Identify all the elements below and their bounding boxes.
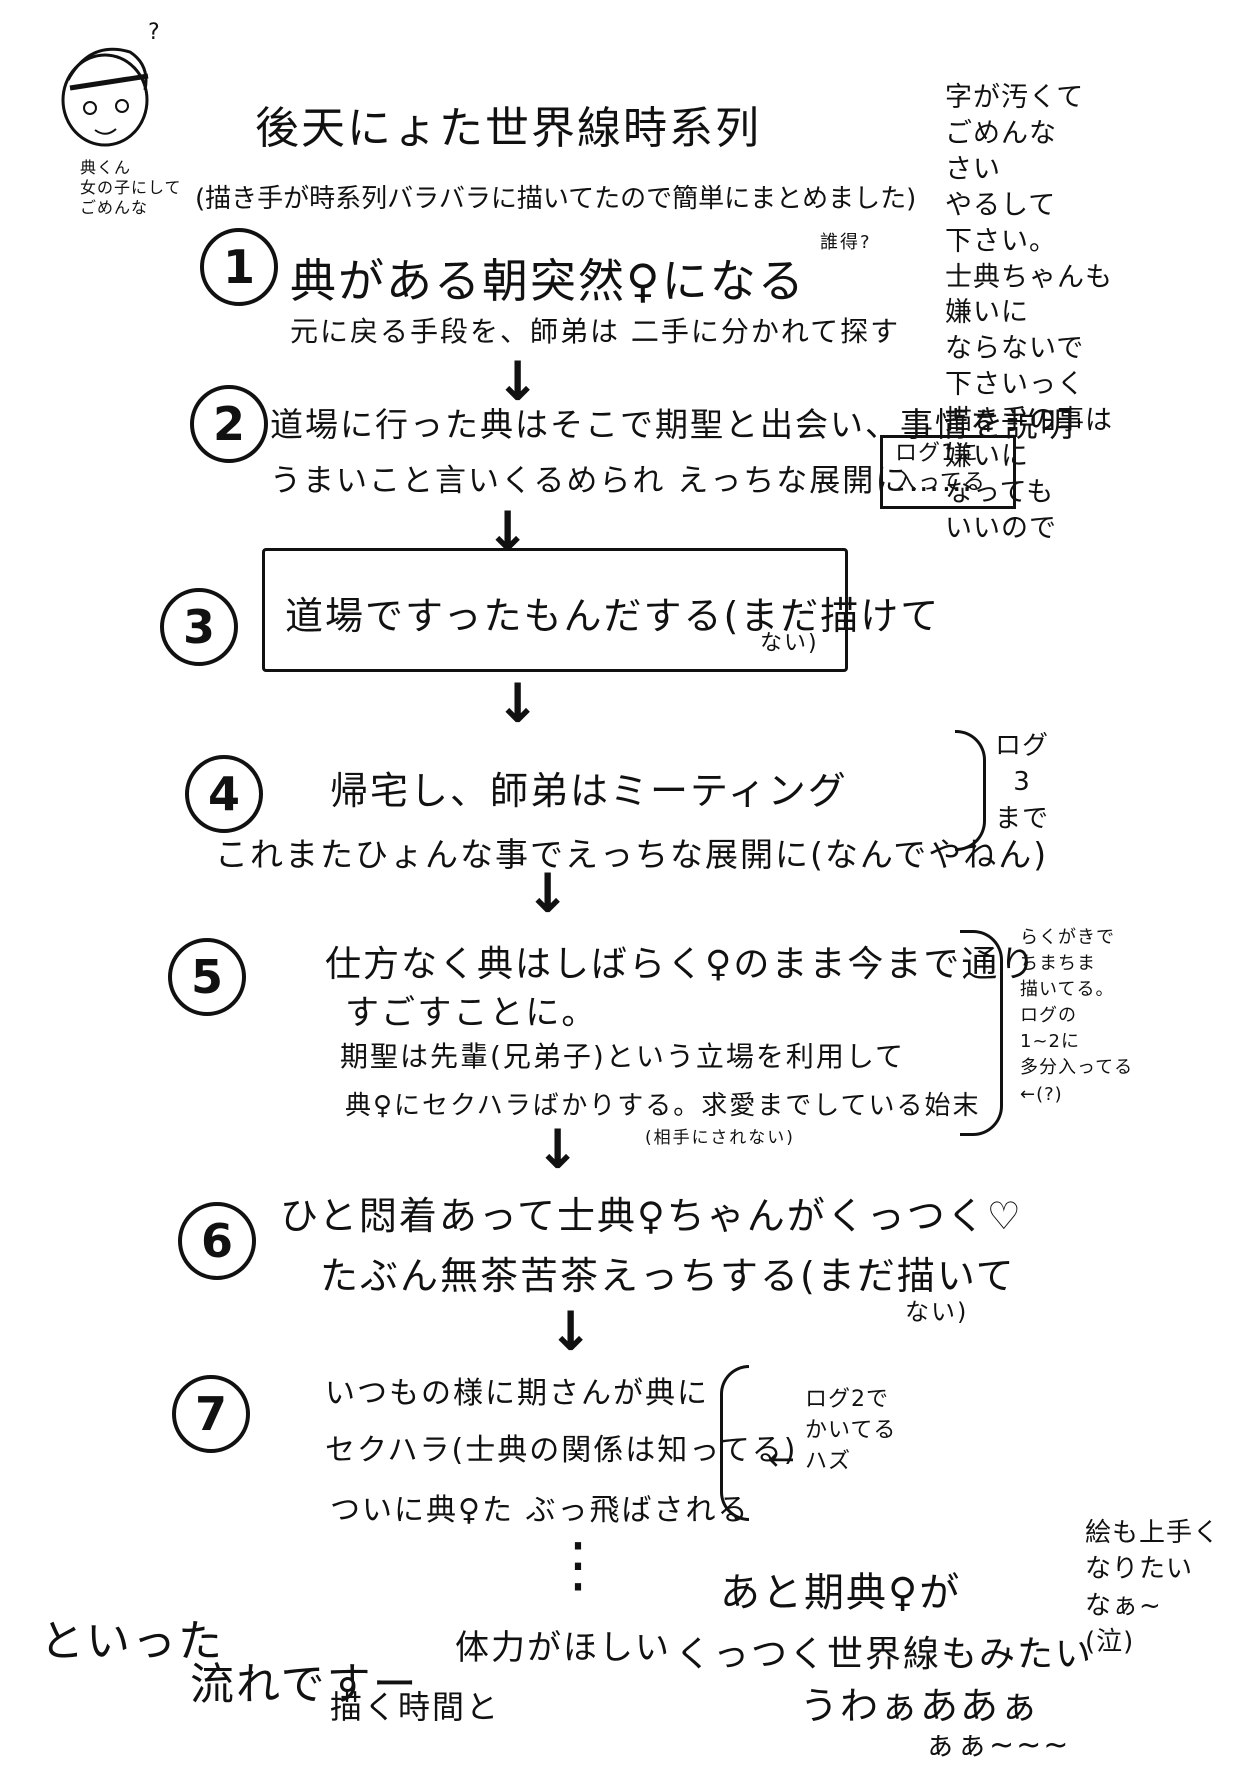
step-3-box (262, 548, 848, 672)
step-7-note-arrow: ← (768, 1440, 797, 1478)
step-3-line1: 道場ですったもんだする(まだ描けて (285, 594, 941, 638)
dotted-connector: ⋮ (548, 1530, 609, 1600)
step-5-line5: (相手にされない) (645, 1128, 795, 1148)
subtitle: (描き手が時系列バラバラに描いてたので簡単にまとめました) (195, 184, 917, 214)
step-4-note: ログ 3 まで (995, 731, 1050, 834)
side-note: 字が汚くて ごめんな さい やるして 下さい。 士典ちゃんも 嫌いに ならないで… (945, 82, 1113, 544)
step-7-note: ログ2で かいてる ハズ (805, 1387, 897, 1474)
step-3-number: 3 (160, 588, 238, 666)
step-2-line2: うまいこと言いくるめられ えっちな展開に…… (270, 463, 975, 499)
step-6-line2: たぶん無茶苦茶えっちする(まだ描いて (320, 1254, 1016, 1298)
arrow-2: ↓ (485, 500, 531, 563)
step-7-line1: いつもの様に期さんが典に (325, 1376, 709, 1411)
subtitle-note: 誰得? (820, 232, 872, 253)
step-7-line2: セクハラ(士典の関係は知ってる) (325, 1433, 798, 1468)
arrow-5: ↓ (535, 1118, 581, 1181)
footer-left-1: といった (40, 1616, 224, 1667)
footer-right-3: うわぁああぁ (800, 1684, 1041, 1728)
step-6-line3: ない) (905, 1298, 969, 1326)
step-7-line3: ついに典♀た ぶっ飛ばされる (330, 1493, 750, 1528)
step-4-line2: これまたひょんな事でえっちな展開に(なんでやねん) (215, 835, 1049, 874)
footer-right-2: くっつく世界線もみたい (675, 1634, 1094, 1675)
step-1-number: 1 (200, 228, 278, 306)
step-4-number: 4 (185, 755, 263, 833)
step-4-line1: 帰宅し、師弟はミーティング (330, 769, 848, 813)
step-1-line2: 元に戻る手段を、師弟は 二手に分かれて探す (290, 315, 901, 348)
avatar-question: ? (148, 20, 162, 45)
step-5-line4: 典♀にセクハラばかりする。求愛までしている始末 (345, 1091, 981, 1121)
arrow-6: ↓ (548, 1300, 594, 1363)
avatar-note: 典くん 女の子にして ごめんな (80, 158, 182, 217)
footer-corner-note: 絵も上手く なりたい なぁ~ (泣) (1085, 1518, 1221, 1658)
step-5-bracket (960, 930, 1003, 1136)
step-3-line2: ない) (760, 631, 819, 656)
arrow-4: ↓ (525, 862, 571, 925)
arrow-3: ↓ (495, 672, 541, 735)
step-5-number: 5 (168, 938, 246, 1016)
arrow-1: ↓ (495, 350, 541, 413)
footer-right-4: ぁぁ~~~ (925, 1728, 1071, 1763)
step-2-note-box (880, 435, 1016, 509)
page-title: 後天にょた世界線時系列 (255, 103, 761, 154)
step-5-line1: 仕方なく典はしばらく♀のまま今まで通り (325, 944, 1038, 985)
step-1-line1: 典がある朝突然♀になる (290, 254, 806, 308)
avatar (50, 30, 160, 150)
step-5-note: らくがきで ちまちま 描いてる。 ログの 1~2に 多分入ってる ←(?) (1020, 927, 1134, 1105)
footer-right-1: あと期典♀が (720, 1570, 962, 1616)
step-6-number: 6 (178, 1202, 256, 1280)
step-7-bracket (720, 1365, 749, 1521)
footer-left-2: 流れですー (190, 1659, 419, 1710)
footer-middle-1: 描く時間と (330, 1688, 501, 1726)
step-2-number: 2 (190, 385, 268, 463)
step-5-line3: 期聖は先輩(兄弟子)という立場を利用して (340, 1040, 906, 1073)
step-4-bracket (955, 730, 986, 851)
footer-middle-2-visible: 体力がほしい (455, 1628, 671, 1668)
step-7-number: 7 (172, 1375, 250, 1453)
step-5-line2: すごすことに。 (345, 993, 598, 1033)
avatar-sketch (61, 47, 149, 147)
step-2-note: ログ1に 入ってる (895, 441, 986, 495)
step-6-line1: ひと悶着あって士典♀ちゃんがくっつく♡ (280, 1194, 1023, 1238)
